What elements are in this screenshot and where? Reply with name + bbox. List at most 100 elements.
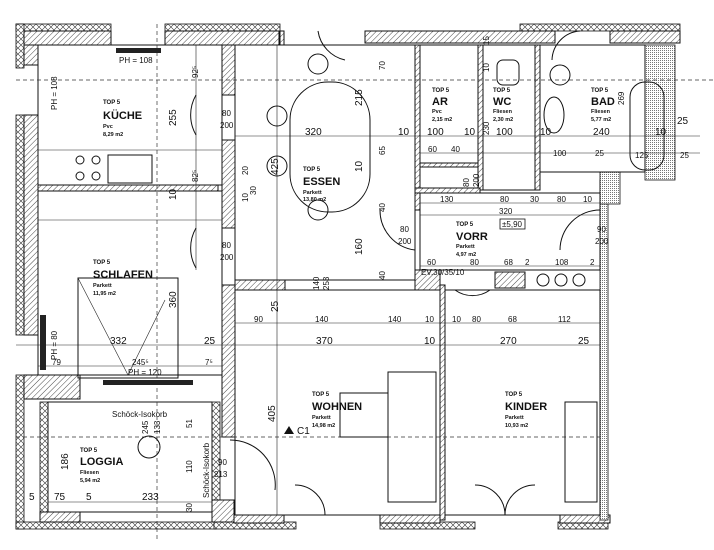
svg-text:20: 20 [241, 166, 250, 175]
annotations: PH = 108 PH = 108 PH = 80 PH = 120 Schöc… [40, 48, 526, 498]
svg-text:PH = 80: PH = 80 [50, 330, 59, 360]
svg-text:40: 40 [451, 145, 460, 154]
svg-text:WOHNEN: WOHNEN [312, 401, 362, 413]
svg-text:Pvc: Pvc [432, 109, 442, 115]
svg-text:±5,90: ±5,90 [502, 220, 523, 229]
svg-text:BAD: BAD [591, 96, 615, 108]
svg-text:10: 10 [540, 127, 552, 138]
svg-text:TOP 5: TOP 5 [505, 392, 523, 398]
svg-text:TOP 5: TOP 5 [93, 260, 111, 266]
svg-text:70: 70 [378, 61, 387, 70]
svg-text:160: 160 [354, 238, 365, 255]
svg-text:253: 253 [322, 276, 331, 290]
svg-text:332: 332 [110, 336, 127, 347]
svg-text:Parkett: Parkett [456, 244, 475, 250]
svg-text:AR: AR [432, 96, 448, 108]
svg-text:360: 360 [168, 291, 179, 308]
svg-text:82⁵: 82⁵ [191, 170, 200, 182]
svg-text:10: 10 [241, 193, 250, 202]
svg-text:140: 140 [315, 315, 329, 324]
svg-text:Parkett: Parkett [312, 415, 331, 421]
svg-text:133: 133 [153, 420, 162, 434]
svg-text:92⁵: 92⁵ [191, 66, 200, 78]
room-outlines [16, 24, 714, 540]
svg-text:10: 10 [424, 336, 436, 347]
svg-text:200: 200 [398, 237, 412, 246]
wardrobe-icon [564, 401, 598, 503]
svg-text:215: 215 [354, 89, 365, 106]
svg-text:200: 200 [595, 237, 609, 246]
svg-text:Parkett: Parkett [505, 415, 524, 421]
svg-text:108: 108 [555, 258, 569, 267]
svg-text:C1: C1 [297, 426, 310, 437]
svg-text:100: 100 [496, 127, 513, 138]
svg-text:PH = 108: PH = 108 [119, 56, 153, 65]
svg-text:5: 5 [29, 492, 35, 503]
room-kinder: TOP 5 KINDER Parkett 10,93 m2 [505, 392, 547, 429]
svg-text:90: 90 [254, 315, 263, 324]
room-vorr: TOP 5 VORR Parkett 4,97 m2 [456, 222, 488, 258]
svg-text:ESSEN: ESSEN [303, 176, 340, 188]
svg-text:245: 245 [141, 420, 150, 434]
svg-text:255: 255 [168, 109, 179, 126]
svg-text:10: 10 [398, 127, 410, 138]
svg-text:25: 25 [204, 336, 216, 347]
svg-text:Parkett: Parkett [303, 190, 322, 196]
svg-text:2,15 m2: 2,15 m2 [432, 117, 452, 123]
furniture [75, 53, 665, 503]
room-essen: TOP 5 ESSEN Parkett 13,80 m2 [303, 167, 340, 203]
svg-text:320: 320 [499, 207, 513, 216]
svg-text:11,95 m2: 11,95 m2 [93, 291, 116, 297]
svg-text:112: 112 [558, 315, 571, 324]
svg-text:2: 2 [525, 258, 530, 267]
svg-text:80: 80 [222, 241, 231, 250]
svg-text:25: 25 [270, 300, 281, 312]
svg-text:10: 10 [583, 195, 592, 204]
svg-text:240: 240 [593, 127, 610, 138]
dimensions: 320 10 100 10 100 10 240 10 25 255 425 2… [29, 36, 700, 512]
svg-text:130: 130 [440, 195, 454, 204]
stove-icon [75, 155, 101, 181]
svg-text:140: 140 [312, 276, 321, 290]
svg-text:PH = 108: PH = 108 [50, 76, 59, 110]
room-schlafen: TOP 5 SCHLAFEN Parkett 11,95 m2 [93, 260, 153, 297]
svg-text:Pvc: Pvc [103, 124, 113, 130]
svg-text:VORR: VORR [456, 231, 488, 243]
drain-icon [137, 435, 161, 459]
bed-icon [77, 277, 179, 379]
svg-text:245⁵: 245⁵ [132, 358, 149, 367]
svg-text:25: 25 [578, 336, 590, 347]
sink-icon [107, 154, 153, 184]
svg-text:100: 100 [553, 149, 567, 158]
svg-text:60: 60 [427, 258, 436, 267]
svg-text:7⁵: 7⁵ [205, 358, 213, 367]
svg-text:2: 2 [590, 258, 595, 267]
svg-text:30: 30 [249, 186, 258, 195]
svg-text:80: 80 [462, 178, 471, 187]
svg-text:80: 80 [222, 109, 231, 118]
svg-text:TOP 5: TOP 5 [80, 448, 98, 454]
svg-text:370: 370 [316, 336, 333, 347]
svg-text:TOP 5: TOP 5 [432, 88, 450, 94]
washing-machine-icon [536, 273, 550, 287]
svg-text:25: 25 [595, 149, 604, 158]
svg-text:8,29 m2: 8,29 m2 [103, 132, 123, 138]
section-marker-icon [284, 426, 294, 434]
svg-text:65: 65 [378, 146, 387, 155]
svg-text:WC: WC [493, 96, 511, 108]
room-loggia: TOP 5 LOGGIA Fliesen 5,94 m2 [80, 448, 123, 484]
svg-text:Parkett: Parkett [93, 283, 112, 289]
svg-text:EV.30/35/10: EV.30/35/10 [421, 268, 465, 277]
dining-table-icon [289, 81, 371, 213]
room-bad: TOP 5 BAD Fliesen 5,77 m2 [591, 88, 615, 123]
svg-text:68: 68 [504, 258, 513, 267]
svg-text:5,94 m2: 5,94 m2 [80, 478, 100, 484]
svg-text:10: 10 [354, 160, 365, 172]
svg-text:60: 60 [428, 145, 437, 154]
svg-text:10: 10 [452, 315, 461, 324]
svg-text:200: 200 [220, 121, 234, 130]
svg-text:30: 30 [185, 503, 194, 512]
svg-text:10: 10 [425, 315, 434, 324]
svg-text:270: 270 [500, 336, 517, 347]
